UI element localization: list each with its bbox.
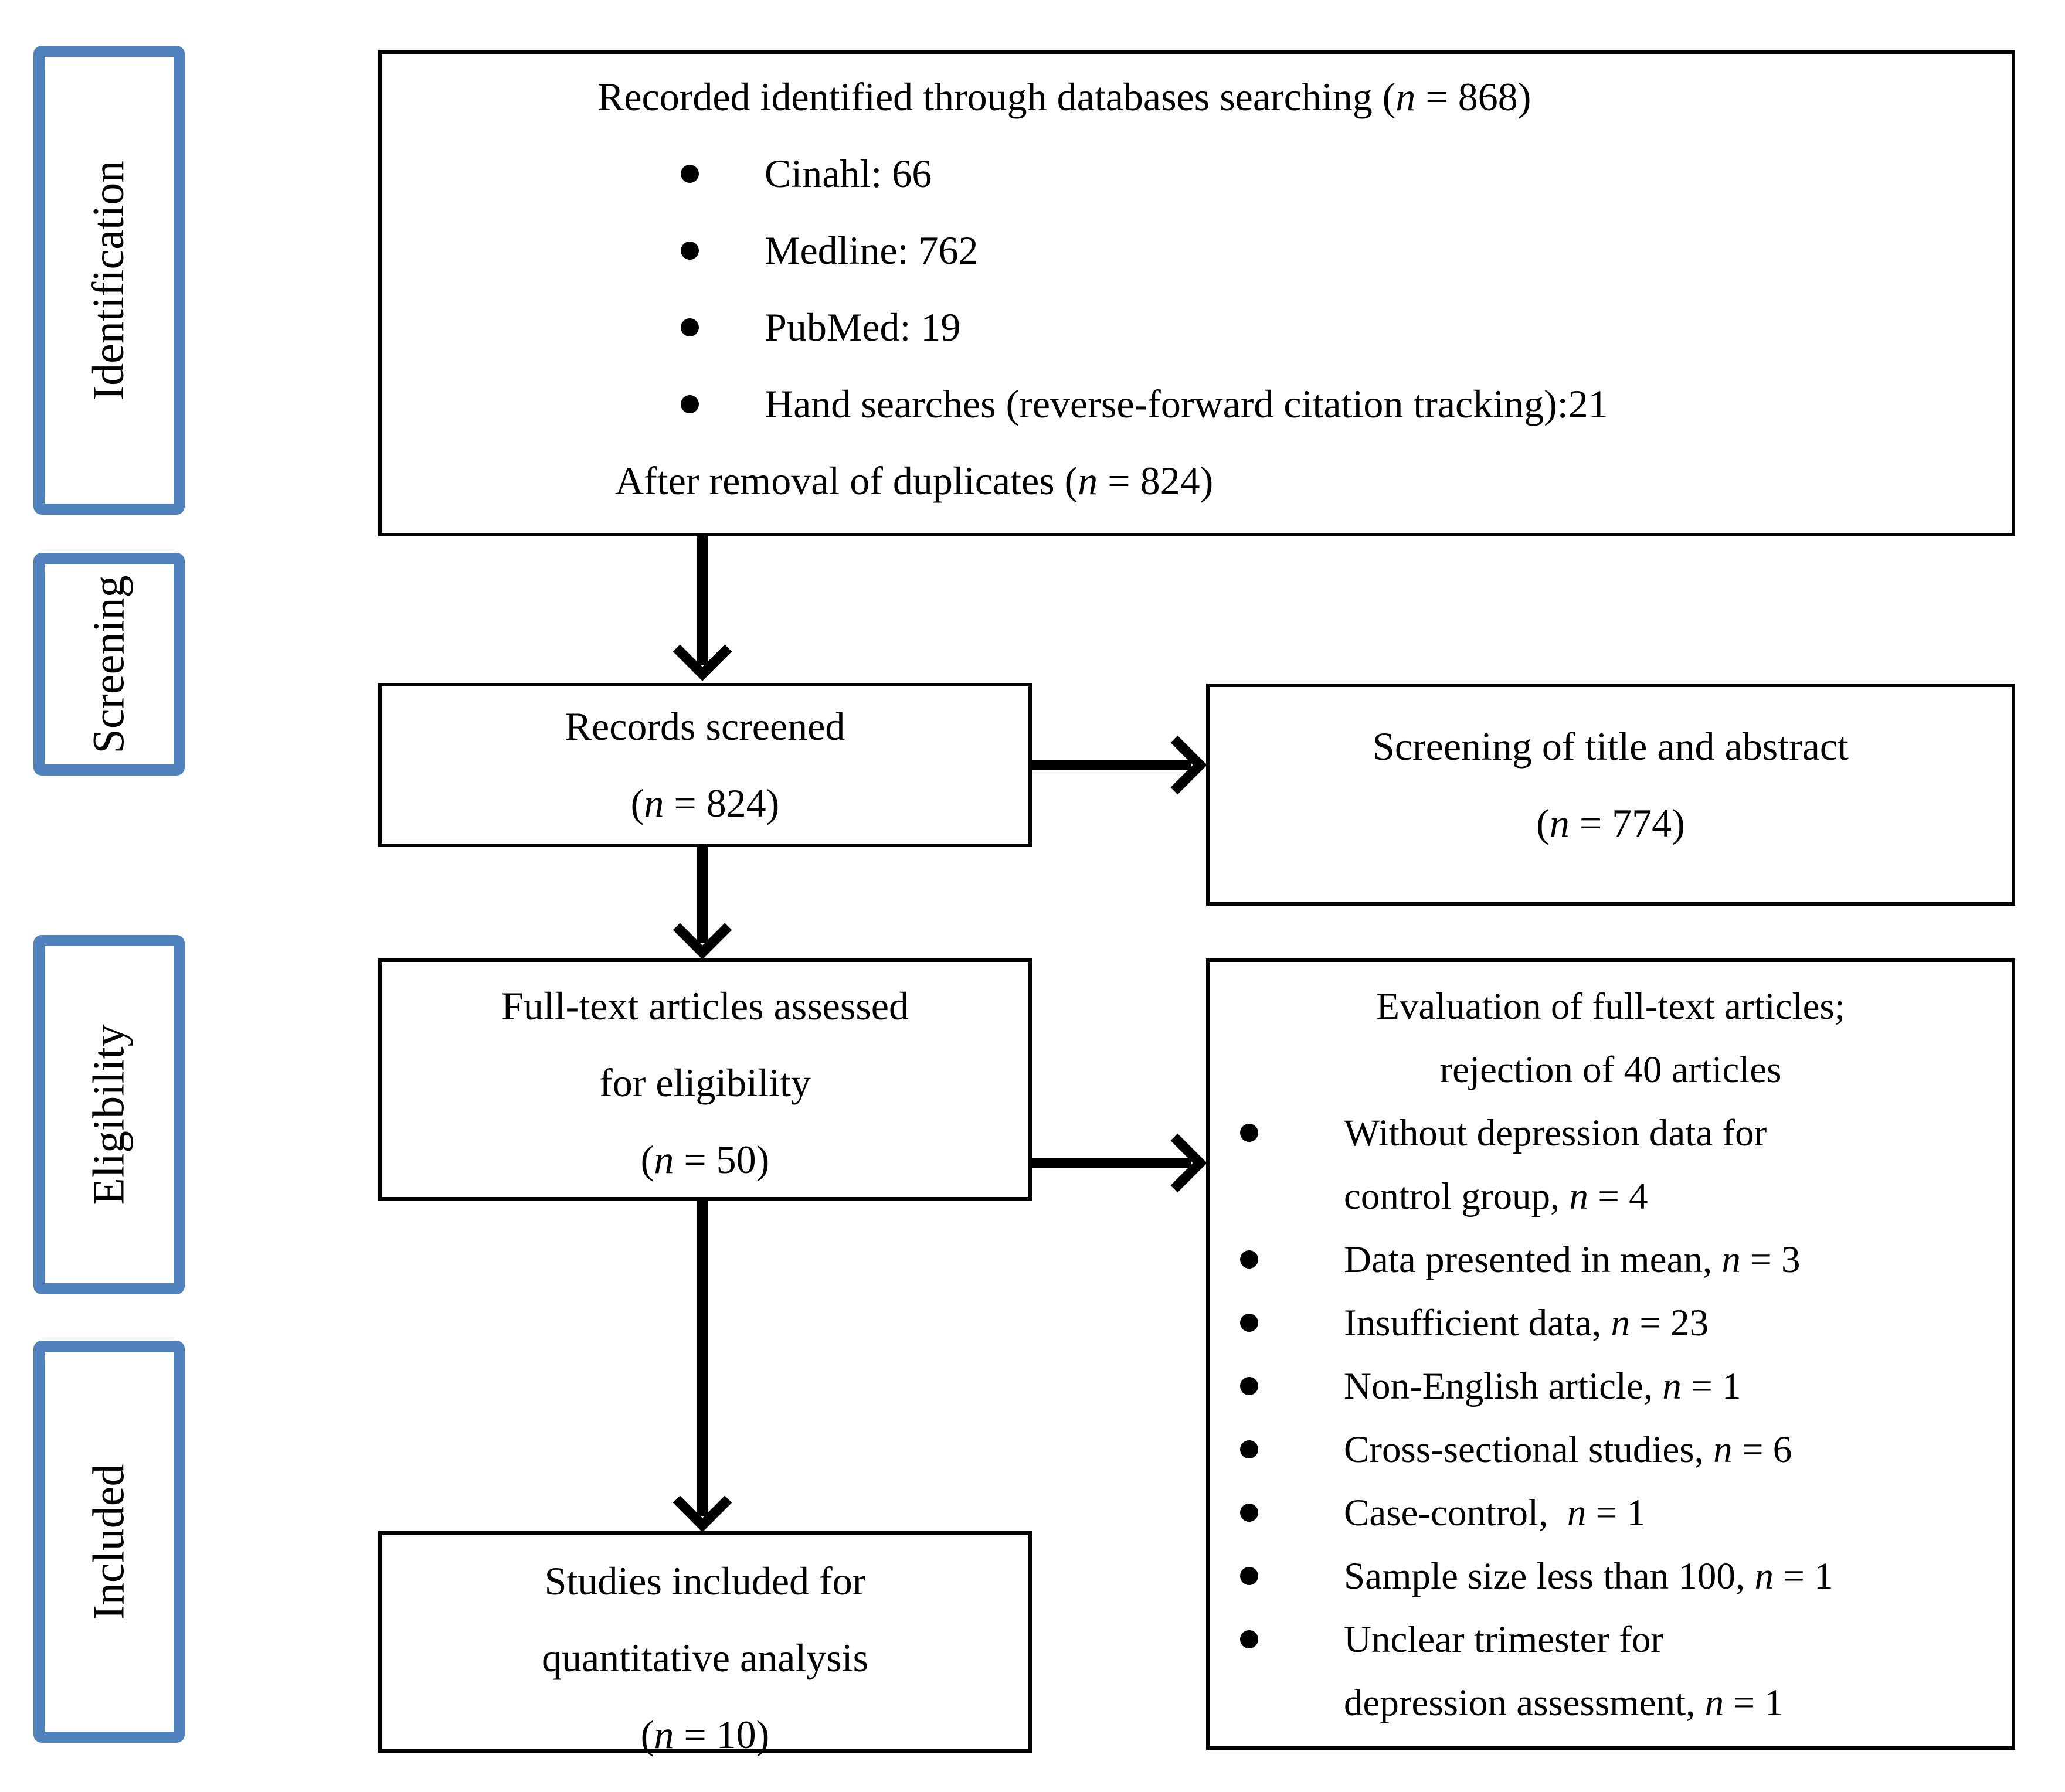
- duplicates-removed-line: After removal of duplicates (n = 824): [615, 458, 1214, 503]
- list-item: Data presented in mean, n = 3: [1210, 1228, 2012, 1291]
- stage-label-eligibility: Eligibility: [84, 1024, 134, 1205]
- bullet-icon: [1240, 1440, 1258, 1458]
- arrow-shaft: [697, 1201, 708, 1516]
- bullet-icon: [681, 318, 699, 336]
- list-item: Non-English article, n = 1: [1210, 1355, 2012, 1418]
- arrow-head-icon: [1148, 735, 1207, 795]
- arrow-down-fulltext-to-included: [673, 1201, 732, 1532]
- arrow-right-screened-to-title-abstract: [1032, 735, 1207, 795]
- list-item: PubMed: 19: [597, 289, 1988, 366]
- stage-label-identification: Identification: [84, 160, 134, 400]
- bullet-icon: [1240, 1124, 1258, 1142]
- title-abstract-line2: (n = 774): [1536, 801, 1685, 845]
- arrow-shaft: [697, 536, 708, 665]
- bullet-icon: [1240, 1567, 1258, 1585]
- list-item: Case-control, n = 1: [1210, 1481, 2012, 1545]
- evaluation-rejection-box: Evaluation of full-text articles; reject…: [1206, 958, 2015, 1750]
- studies-included-line1: Studies included for: [544, 1559, 866, 1603]
- stage-box-screening: Screening: [33, 553, 185, 776]
- bullet-icon: [681, 165, 699, 183]
- records-identified-title: Recorded identified through databases se…: [597, 74, 1531, 119]
- bullet-icon: [1240, 1377, 1258, 1395]
- list-item: Medline: 762: [597, 212, 1988, 289]
- arrow-head-icon: [1148, 1133, 1207, 1193]
- records-identified-box: Recorded identified through databases se…: [378, 50, 2015, 536]
- bullet-icon: [681, 242, 699, 260]
- fulltext-assessed-box: Full-text articles assessed for eligibil…: [378, 958, 1032, 1201]
- bullet-icon: [681, 395, 699, 413]
- arrow-head-icon: [673, 622, 732, 681]
- stage-label-included: Included: [84, 1464, 134, 1620]
- stage-box-included: Included: [33, 1341, 185, 1743]
- studies-included-line2: quantitative analysis: [541, 1635, 869, 1680]
- list-item: Hand searches (reverse-forward citation …: [597, 366, 1988, 443]
- title-abstract-line1: Screening of title and abstract: [1373, 724, 1849, 769]
- studies-included-line3: (n = 10): [640, 1712, 770, 1757]
- stage-box-identification: Identification: [33, 46, 185, 515]
- list-item: Cross-sectional studies, n = 6: [1210, 1418, 2012, 1481]
- arrow-shaft: [697, 847, 708, 943]
- arrow-head-icon: [673, 1473, 732, 1532]
- bullet-icon: [1240, 1314, 1258, 1332]
- arrow-shaft: [1032, 1158, 1191, 1168]
- fulltext-line1: Full-text articles assessed: [501, 984, 909, 1028]
- arrow-right-fulltext-to-evaluation: [1032, 1133, 1207, 1193]
- records-screened-line2: (n = 824): [630, 781, 780, 825]
- title-abstract-screening-box: Screening of title and abstract (n = 774…: [1206, 684, 2015, 906]
- bullet-icon: [1240, 1504, 1258, 1522]
- fulltext-line3: (n = 50): [640, 1137, 770, 1182]
- records-screened-box: Records screened (n = 824): [378, 683, 1032, 847]
- bullet-icon: [1240, 1630, 1258, 1648]
- studies-included-box: Studies included for quantitative analys…: [378, 1531, 1032, 1757]
- list-item: Insufficient data, n = 23: [1210, 1291, 2012, 1355]
- evaluation-title-line2: rejection of 40 articles: [1439, 1049, 1782, 1091]
- fulltext-line2: for eligibility: [599, 1060, 811, 1105]
- list-item: Sample size less than 100, n = 1: [1210, 1545, 2012, 1608]
- bullet-icon: [1240, 1250, 1258, 1269]
- stage-box-eligibility: Eligibility: [33, 935, 185, 1294]
- records-screened-line1: Records screened: [565, 704, 845, 749]
- stage-label-screening: Screening: [84, 575, 134, 753]
- arrow-head-icon: [673, 900, 732, 960]
- arrow-down-identified-to-screened: [673, 536, 732, 681]
- list-item: Cinahl: 66: [597, 135, 1988, 212]
- arrow-shaft: [1032, 760, 1191, 770]
- arrow-down-screened-to-fulltext: [673, 847, 732, 960]
- evaluation-title-line1: Evaluation of full-text articles;: [1376, 985, 1845, 1028]
